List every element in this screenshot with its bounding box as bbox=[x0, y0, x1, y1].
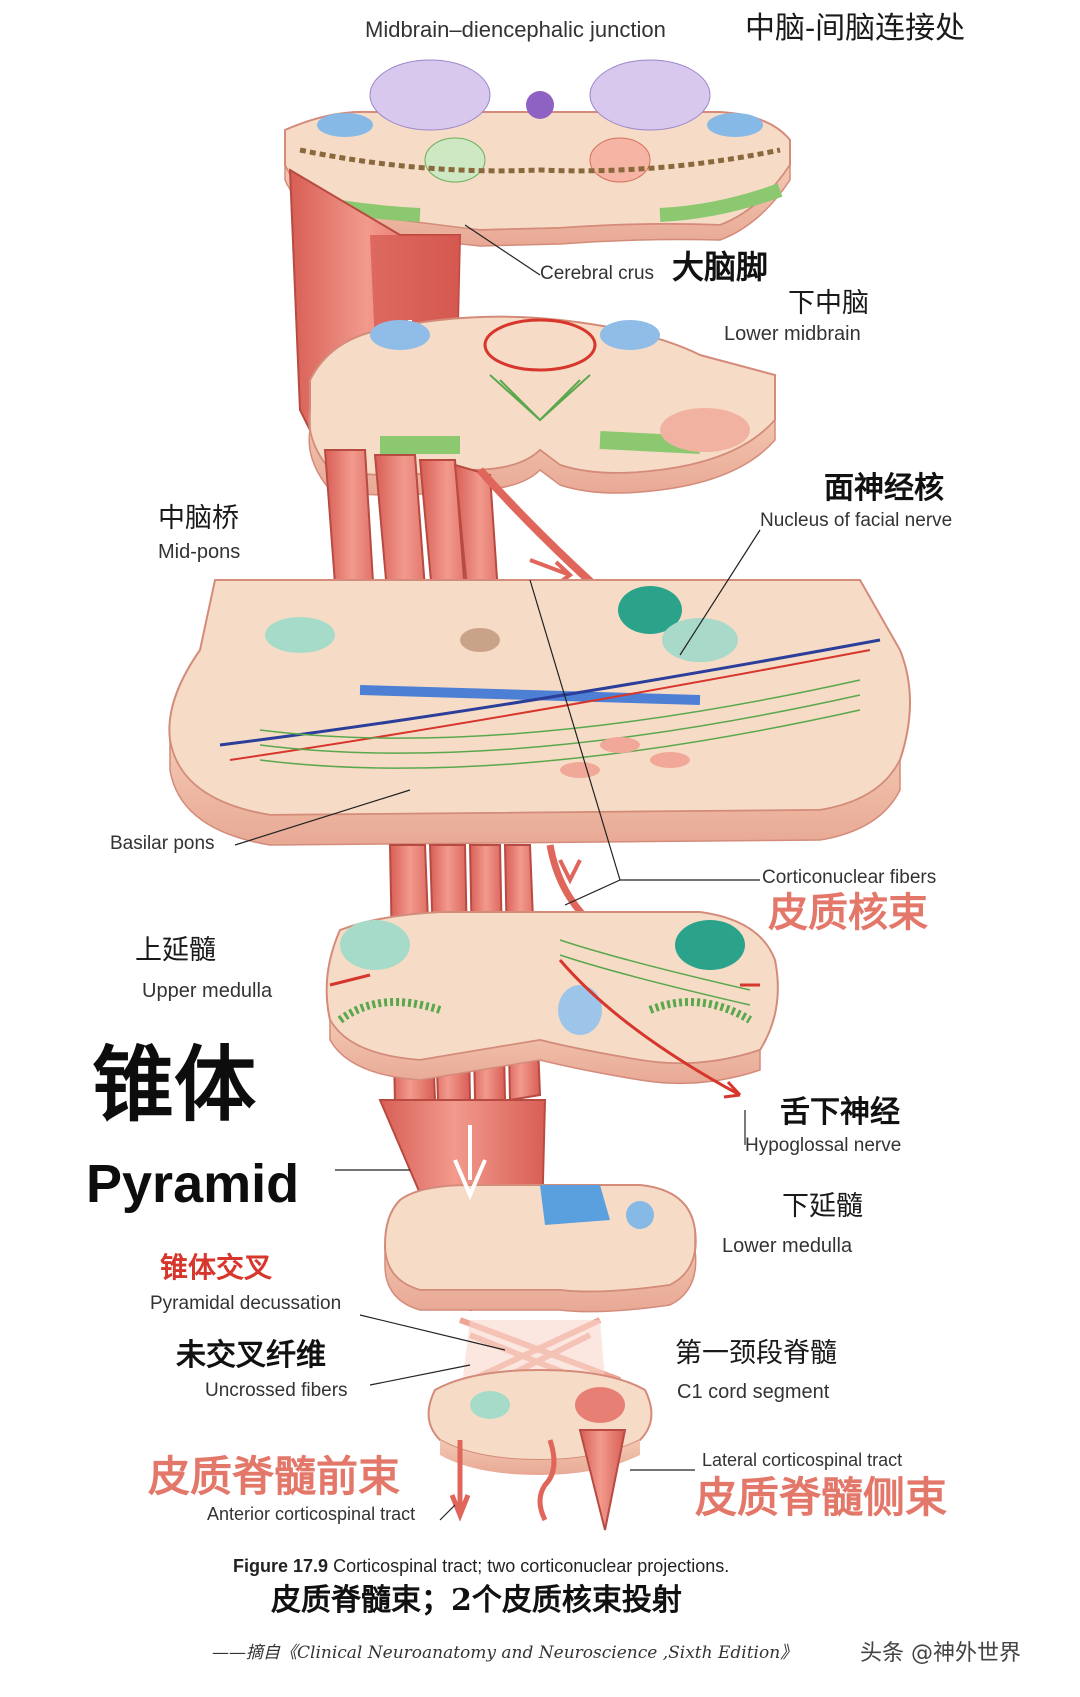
lower-medulla-section bbox=[383, 1125, 697, 1313]
figure-caption: Figure 17.9 Corticospinal tract; two cor… bbox=[233, 1557, 729, 1575]
pyramid-label: Pyramid bbox=[86, 1154, 300, 1214]
leader-lines bbox=[234, 224, 761, 1521]
lateral-corticospinal-label-cn: 皮质脊髓侧束 bbox=[695, 1473, 948, 1522]
source-citation: ——摘自《Clinical Neuroanatomy and Neuroscie… bbox=[212, 1643, 798, 1663]
cerebral-crus-label-cn: 大脑脚 bbox=[672, 248, 769, 286]
basilar-pons-label: Basilar pons bbox=[110, 833, 215, 854]
lower-midbrain-section bbox=[308, 315, 776, 496]
upper-medulla-section bbox=[325, 911, 779, 1099]
mid-pons-label: Mid-pons bbox=[158, 541, 241, 563]
pyramid-label-cn: 锥体 bbox=[92, 1038, 257, 1133]
lower-midbrain-label-cn: 下中脑 bbox=[788, 288, 869, 319]
figure-caption-text: Corticospinal tract; two corticonuclear … bbox=[333, 1556, 730, 1576]
mid-pons-label-cn: 中脑桥 bbox=[158, 503, 239, 534]
facial-nucleus-label-cn: 面神经核 bbox=[824, 471, 944, 506]
corticonuclear-fibers-label-cn: 皮质核束 bbox=[768, 890, 928, 936]
c1-cord-label-cn: 第一颈段脊髓 bbox=[675, 1338, 837, 1369]
pyramidal-decussation bbox=[448, 1317, 622, 1403]
figure-caption-cn: 皮质脊髓束；2个皮质核束投射 bbox=[271, 1583, 682, 1618]
midbrain-junction-label: Midbrain–diencephalic junction bbox=[365, 17, 666, 42]
lower-medulla-label: Lower medulla bbox=[722, 1235, 853, 1257]
pyramidal-decussation-label: Pyramidal decussation bbox=[150, 1293, 342, 1314]
lower-medulla-label-cn: 下延髓 bbox=[782, 1191, 863, 1222]
pyramidal-decussation-label-cn: 锥体交叉 bbox=[160, 1251, 273, 1284]
facial-nucleus-label: Nucleus of facial nerve bbox=[760, 510, 953, 531]
hypoglossal-nerve-label: Hypoglossal nerve bbox=[745, 1135, 902, 1156]
upper-medulla-label-cn: 上延髓 bbox=[135, 935, 216, 966]
uncrossed-fibers-label: Uncrossed fibers bbox=[205, 1380, 348, 1401]
uncrossed-fibers-label-cn: 未交叉纤维 bbox=[176, 1338, 326, 1373]
cerebral-crus-label: Cerebral crus bbox=[540, 263, 655, 284]
lateral-corticospinal-label: Lateral corticospinal tract bbox=[702, 1450, 903, 1470]
lateral-corticospinal-tract bbox=[578, 1429, 627, 1531]
midbrain-junction-section bbox=[284, 59, 791, 247]
c1-cord-label: C1 cord segment bbox=[677, 1381, 830, 1403]
corticonuclear-fibers-label: Corticonuclear fibers bbox=[762, 867, 937, 888]
anterior-corticospinal-arrow-icon bbox=[449, 1440, 471, 1522]
mid-pons-section bbox=[168, 579, 911, 846]
anterior-corticospinal-label: Anterior corticospinal tract bbox=[207, 1504, 416, 1524]
anterior-corticospinal-label-cn: 皮质脊髓前束 bbox=[148, 1452, 401, 1501]
hypoglossal-nerve-label-cn: 舌下神经 bbox=[780, 1095, 900, 1130]
upper-medulla-label: Upper medulla bbox=[142, 980, 273, 1002]
watermark: 头条 @神外世界 bbox=[860, 1641, 1021, 1666]
figure-number: Figure 17.9 bbox=[233, 1556, 329, 1576]
lower-midbrain-label: Lower midbrain bbox=[724, 323, 861, 345]
midbrain-junction-label-cn: 中脑-间脑连接处 bbox=[745, 11, 966, 46]
